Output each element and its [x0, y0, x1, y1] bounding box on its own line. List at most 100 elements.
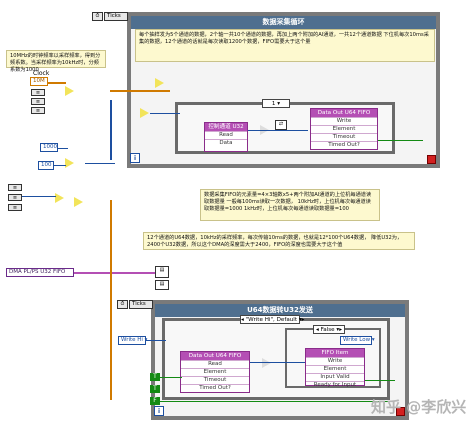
top-loop-note: 每个抽样发为5个通道的数据，2个轴一共10个通道的数据，再加上两个附加的AI通道… [135, 29, 435, 62]
bottom-iteration-terminal: i [154, 406, 164, 416]
write-hi-control[interactable]: Write Hi ▾ [118, 336, 147, 345]
bottom-fifo-item-row-element: Element [306, 365, 364, 373]
top-fifo-row-timeout: Timeout [311, 133, 377, 141]
bottom-fifo-read-row-timeout: Timeout [181, 376, 249, 384]
control-channel-row-data: Data [205, 139, 247, 147]
bottom-wire-bool-2 [160, 401, 390, 402]
top-fifo-write-node[interactable]: Data Out U64 FIFO Write Element Timeout … [310, 108, 378, 150]
top-fifo-row-write: Write [311, 117, 377, 125]
multiply-node[interactable] [65, 158, 74, 168]
bottom-split-node[interactable] [262, 358, 271, 368]
bottom-inner-case-selector[interactable]: ◂ False ▾▸ [313, 325, 345, 334]
bottom-wire-2 [250, 362, 305, 363]
top-stop-terminal[interactable] [427, 155, 436, 164]
clock-divider-note-text: 10MHz的时钟频率以采样频率，得到分频系数。当采样频率为10kHz时，分频系数… [10, 53, 101, 73]
divide-node[interactable] [65, 86, 74, 96]
constant-100-value: 100 [41, 162, 52, 168]
top-iteration-label: i [133, 155, 137, 162]
top-wire-1 [150, 113, 180, 114]
left-wire-1 [48, 82, 66, 84]
transfer-loop-title: U64数据转U32发送 [155, 304, 405, 317]
dma-config-icon-2[interactable]: ▤ [155, 280, 169, 290]
write-hi-label: Write Hi [121, 337, 143, 343]
dma-fifo-label: DMA PL/PS U32 FIFO [9, 269, 66, 275]
control-channel-row-read: Read [205, 131, 247, 139]
left-wire-3 [54, 165, 66, 166]
bottom-fifo-read-row-timedout: Timed Out? [181, 384, 249, 392]
bottom-fifo-read-node[interactable]: Data Out U64 FIFO Read Element Timeout T… [180, 351, 250, 393]
constant-1000-value: 1000 [43, 144, 57, 150]
fpga-clock-icon-3: ≡ [31, 107, 45, 114]
write-low-label: Write Low [343, 337, 371, 343]
clock-constant[interactable]: 10M [30, 77, 48, 86]
top-increment-node[interactable] [140, 108, 149, 118]
bottom-iteration-label: i [157, 408, 161, 415]
acquisition-loop-title: 数据采集循环 [131, 16, 436, 29]
control-channel-node[interactable]: 控制通道 U32 Read Data [204, 122, 248, 152]
top-wire-bool [378, 140, 423, 141]
top-compare-node[interactable] [155, 78, 164, 88]
bottom-ticks-label: Ticks [132, 301, 146, 307]
top-loop-note-text: 每个抽样发为5个通道的数据，2个轴一共10个通道的数据，再加上两个附加的AI通道… [139, 32, 429, 45]
left-wire-5 [22, 196, 56, 197]
bottom-ticks-indicator: Ticks [129, 300, 153, 309]
dma-wire [74, 272, 159, 274]
add-node-1[interactable] [55, 193, 64, 203]
bottom-wire-1 [146, 340, 166, 341]
constant-100[interactable]: 100 [38, 161, 54, 170]
bottom-fifo-read-row-read: Read [181, 360, 249, 368]
dma-fifo-reference[interactable]: DMA PL/PS U32 FIFO [6, 268, 74, 277]
top-wire-u32 [110, 90, 170, 92]
dma-clock-icon-3: ≡ [8, 204, 22, 211]
bottom-case-selector[interactable]: ◂ "Write Hi", Default ▾▸ [240, 315, 305, 324]
bottom-timer-icon: ⏱ [117, 300, 128, 309]
top-fifo-row-element: Element [311, 125, 377, 133]
top-case-selector-value: 1 [271, 101, 276, 107]
dma-depth-note-text: 12个通道的U64数据，10kHz的采样频率，每次传输10ms的数据，也就是12… [147, 235, 403, 248]
bottom-fifo-item-node[interactable]: FIFO Item Write Element Input Valid Read… [305, 348, 365, 389]
clock-value: 10M [33, 78, 45, 84]
top-fifo-row-timedout: Timed Out? [311, 141, 377, 149]
write-low-control[interactable]: Write Low ▾ [340, 336, 375, 345]
top-wire-2 [248, 130, 308, 131]
true-constant-2[interactable]: T [150, 385, 160, 393]
clock-label: Clock [33, 70, 50, 77]
add-node-2[interactable] [74, 197, 83, 207]
dma-clock-icon-1: ≡ [8, 184, 22, 191]
fpga-clock-icon-1: ≡ [31, 89, 45, 96]
top-iteration-terminal: i [130, 153, 140, 163]
dma-clock-icon-2: ≡ [8, 194, 22, 201]
bottom-wire-bool-1 [160, 377, 182, 378]
true-constant-1[interactable]: T [150, 373, 160, 381]
top-ticks-label: Ticks [107, 13, 121, 19]
bottom-fifo-item-title: FIFO Item [306, 349, 364, 357]
bottom-fifo-item-row-ready: Ready for Input [306, 381, 364, 389]
bottom-fifo-item-row-valid: Input Valid [306, 373, 364, 381]
left-wire-4 [85, 163, 115, 164]
top-type-cast-node[interactable]: ⇄ [275, 120, 287, 130]
dma-config-icon[interactable]: ▤ [155, 266, 169, 278]
bottom-fifo-read-title: Data Out U64 FIFO [181, 352, 249, 360]
bottom-fifo-item-row-write: Write [306, 357, 364, 365]
dma-wire-down [110, 200, 112, 400]
fifo-size-note-text: 数据采集FIFO的元素量=4×3轴数x5+两个附加AI通道的上位机每通道读取数据… [204, 192, 372, 212]
bottom-wire-bool-3 [365, 380, 395, 381]
constant-1000[interactable]: 1000 [40, 143, 58, 152]
fpga-clock-icon-2: ≡ [31, 98, 45, 105]
top-case-selector[interactable]: 1 ▾ [262, 99, 290, 108]
top-fifo-title: Data Out U64 FIFO [311, 109, 377, 117]
left-wire-2 [58, 148, 68, 149]
top-timer-icon: ⏱ [92, 12, 103, 21]
watermark: 知乎 @李欣兴 [371, 398, 467, 416]
control-channel-title: 控制通道 U32 [205, 123, 247, 131]
fifo-size-note: 数据采集FIFO的元素量=4×3轴数x5+两个附加AI通道的上位机每通道读取数据… [200, 189, 380, 221]
top-wire-3 [110, 100, 112, 160]
clock-divider-note: 10MHz的时钟频率以采样频率，得到分频系数。当采样频率为10kHz时，分频系数… [6, 50, 106, 73]
top-ticks-indicator: Ticks [104, 12, 128, 21]
bottom-fifo-read-row-element: Element [181, 368, 249, 376]
bottom-inner-case-value: False [320, 327, 335, 333]
bottom-case-selector-value: "Write Hi", Default [245, 317, 298, 323]
bottom-stop-terminal[interactable] [396, 407, 405, 416]
false-constant[interactable]: F [150, 397, 160, 405]
dma-depth-note: 12个通道的U64数据，10kHz的采样频率，每次传输10ms的数据，也就是12… [143, 232, 415, 250]
